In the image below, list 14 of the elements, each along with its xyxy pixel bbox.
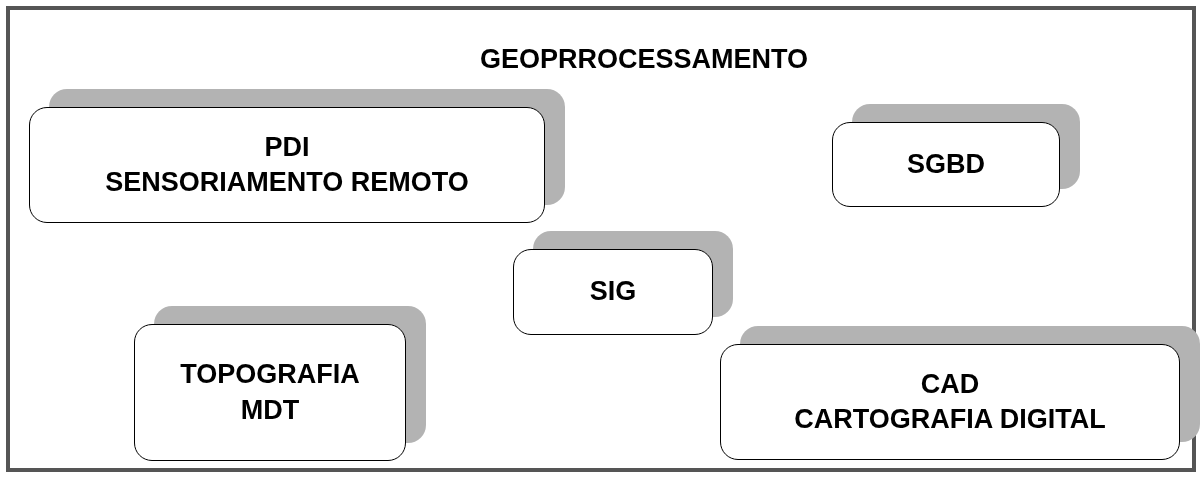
box-label: CARTOGRAFIA DIGITAL [794,403,1106,436]
rounded-box [29,107,545,223]
box-label: PDI [264,130,310,164]
rounded-box [720,344,1180,460]
box-label: SGBD [907,147,985,181]
rounded-box [832,122,1060,207]
box-label: SENSORIAMENTO REMOTO [105,166,469,199]
rounded-box [513,249,713,335]
rounded-box [134,324,406,461]
box-label: CAD [920,367,980,401]
box-label: MDT [240,393,300,427]
diagram-title: GEOPRROCESSAMENTO [480,44,809,75]
box-label: SIG [589,275,637,309]
box-label: TOPOGRAFIA [180,358,360,392]
